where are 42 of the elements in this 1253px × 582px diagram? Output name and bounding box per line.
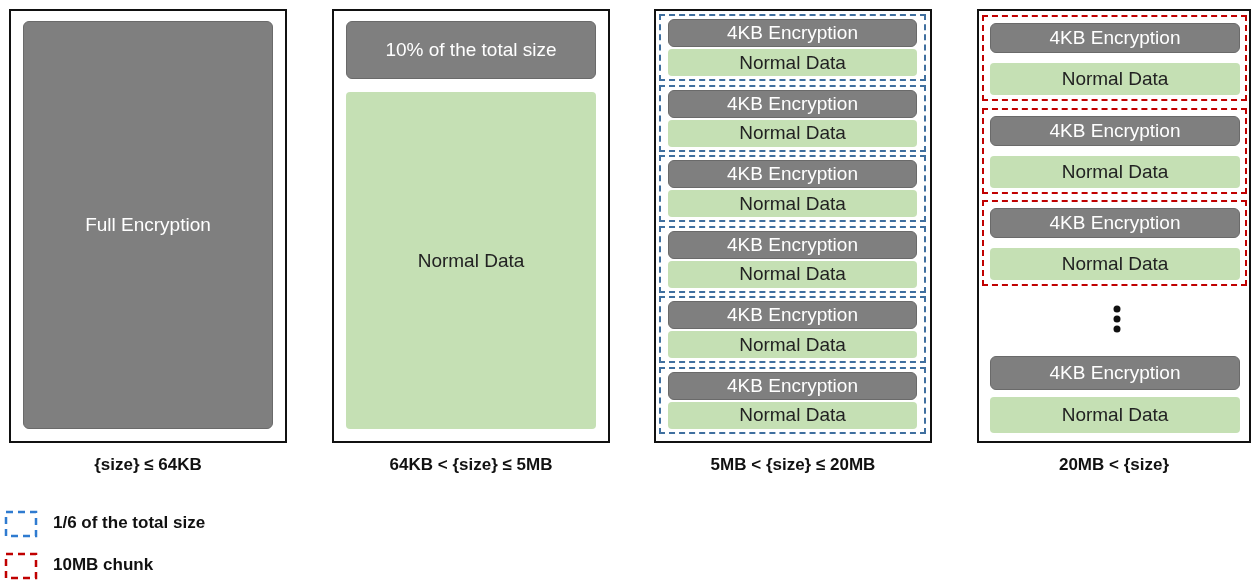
dashed-region (982, 15, 1247, 101)
dashed-region (659, 84, 926, 152)
encrypted-block: 4KB Encryption (668, 89, 917, 118)
data-block: Normal Data (346, 92, 596, 429)
encrypted-block: 4KB Encryption (990, 23, 1240, 53)
encrypted-block: 4KB Encryption (668, 230, 917, 259)
legend-text: 1/6 of the total size (53, 513, 206, 533)
data-block: Normal Data (668, 260, 917, 288)
dashed-region (659, 225, 926, 293)
panel-caption: 20MB < {size} (1057, 455, 1171, 475)
encrypted-block: 4KB Encryption (990, 356, 1240, 390)
dashed-region (659, 155, 926, 222)
dashed-region (982, 107, 1247, 194)
encrypted-block: 4KB Encryption (668, 371, 917, 400)
size-panel (977, 9, 1251, 443)
panel-caption: 5MB < {size} ≤ 20MB (709, 455, 877, 475)
size-panel (9, 9, 287, 443)
data-block: Normal Data (990, 248, 1240, 280)
data-block: Normal Data (990, 63, 1240, 95)
encrypted-block: 4KB Encryption (668, 301, 917, 329)
dashed-region (659, 296, 926, 363)
data-block: Normal Data (668, 401, 917, 429)
data-block: Normal Data (990, 155, 1240, 188)
data-block: Normal Data (668, 49, 917, 76)
data-block: Normal Data (668, 331, 917, 358)
size-panel (332, 9, 610, 443)
encrypted-block: 4KB Encryption (668, 160, 917, 188)
dashed-region (659, 14, 926, 81)
data-block: Normal Data (990, 397, 1240, 433)
encrypted-block: 10% of the total size (346, 21, 596, 79)
encrypted-block: Full Encryption (23, 21, 273, 429)
panel-caption: {size} ≤ 64KB (93, 455, 203, 475)
data-block: Normal Data (668, 119, 917, 147)
dashed-region (982, 200, 1247, 286)
panel-caption: 64KB < {size} ≤ 5MB (388, 455, 554, 475)
encrypted-block: 4KB Encryption (990, 115, 1240, 146)
encrypted-block: 4KB Encryption (668, 19, 917, 47)
size-panel (654, 9, 932, 443)
dashed-region (659, 366, 926, 434)
legend-text: 10MB chunk (53, 555, 154, 575)
data-block: Normal Data (668, 190, 917, 217)
encrypted-block: 4KB Encryption (990, 208, 1240, 238)
